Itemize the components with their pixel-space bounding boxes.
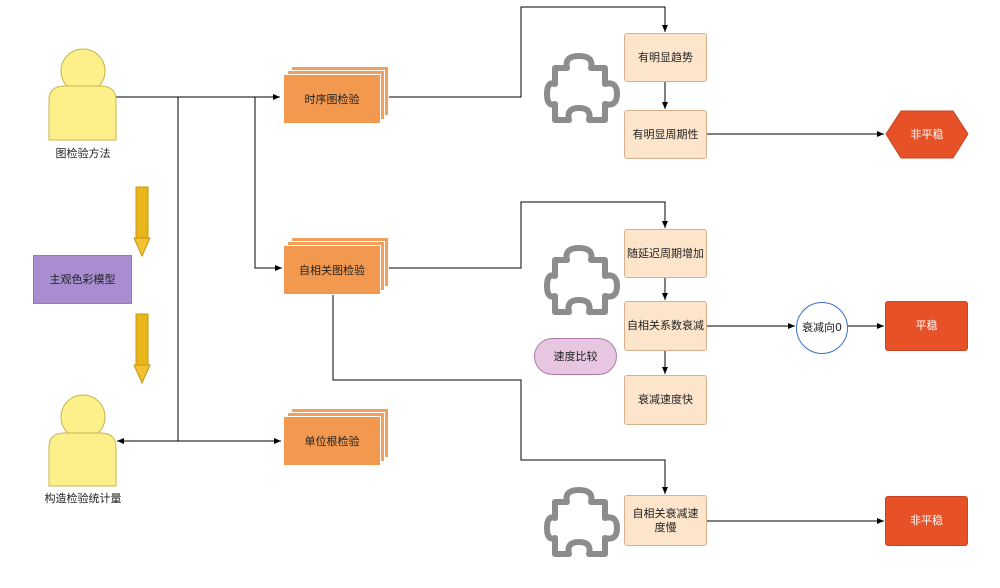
stationary-result[interactable]: 平稳 [885,301,968,351]
connector-ac-to-lag [386,201,668,269]
actor-label-bottom: 构造检验统计量 [44,492,122,505]
connector-to-autocorr [254,97,282,271]
person-icon-top [48,48,117,141]
puzzle-piece-icon-3 [544,487,620,557]
nonstationary-result-2[interactable]: 非平稳 [885,496,968,546]
acf-decay-step-box[interactable]: 自相关系数衰减 [624,301,707,351]
timeseries-method-label: 时序图检验 [283,74,381,124]
down-arrow-icon-1 [133,186,151,258]
autocorr-method-stack[interactable]: 自相关图检验 [283,237,389,295]
autocorr-method-label: 自相关图检验 [283,245,381,295]
trend-step-box[interactable]: 有明显趋势 [624,33,707,82]
period-step-box[interactable]: 有明显周期性 [624,110,707,159]
connector-ac-to-slow [332,294,668,494]
timeseries-method-stack[interactable]: 时序图检验 [283,66,389,124]
nonstationary-hexagon-shape [885,110,969,159]
unitroot-method-label: 单位根检验 [283,416,381,466]
actor-label-top: 图检验方法 [55,147,111,160]
speed-compare-pill[interactable]: 速度比较 [534,338,617,375]
person-icon-bottom [48,394,117,487]
main-model-box[interactable]: 主观色彩模型 [33,255,132,304]
decay-to-zero-circle[interactable]: 衰减向0 [796,302,848,354]
unitroot-method-stack[interactable]: 单位根检验 [283,408,389,466]
puzzle-piece-icon-2 [544,245,620,315]
down-arrow-icon-2 [133,313,151,385]
decay-slow-step-box[interactable]: 自相关衰减速度慢 [624,495,707,546]
lag-increase-step-box[interactable]: 随延迟周期增加 [624,229,707,278]
decay-fast-step-box[interactable]: 衰减速度快 [624,375,707,425]
connector-ts-to-trend [387,6,668,98]
puzzle-piece-icon-1 [544,53,620,123]
nonstationary-result-1[interactable]: 非平稳 [910,127,944,141]
